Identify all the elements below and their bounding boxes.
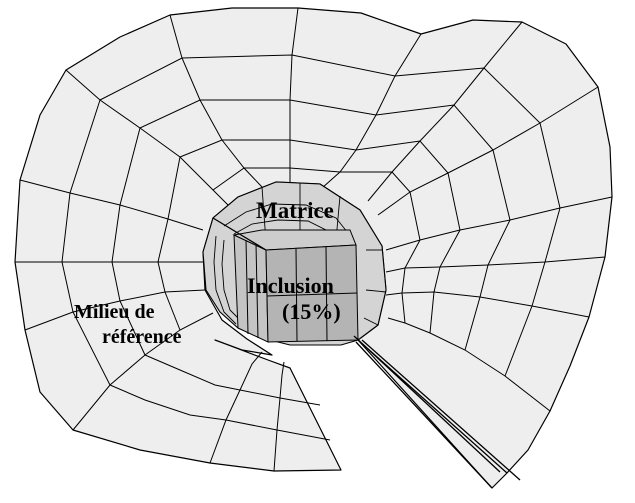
- inclusion-label: Inclusion: [247, 273, 334, 298]
- matrix-label: Matrice: [256, 198, 334, 223]
- reference-medium-label-line1: Milieu de: [74, 301, 155, 323]
- reference-medium-label-line2: référence: [102, 326, 182, 348]
- cut-edge-lines: [212, 217, 521, 489]
- concentric-mesh-rings: [61, 54, 561, 441]
- inclusion-cube: [232, 229, 359, 343]
- matrix-mesh-lines: [213, 183, 387, 326]
- inclusion-fraction-label: (15%): [282, 299, 341, 324]
